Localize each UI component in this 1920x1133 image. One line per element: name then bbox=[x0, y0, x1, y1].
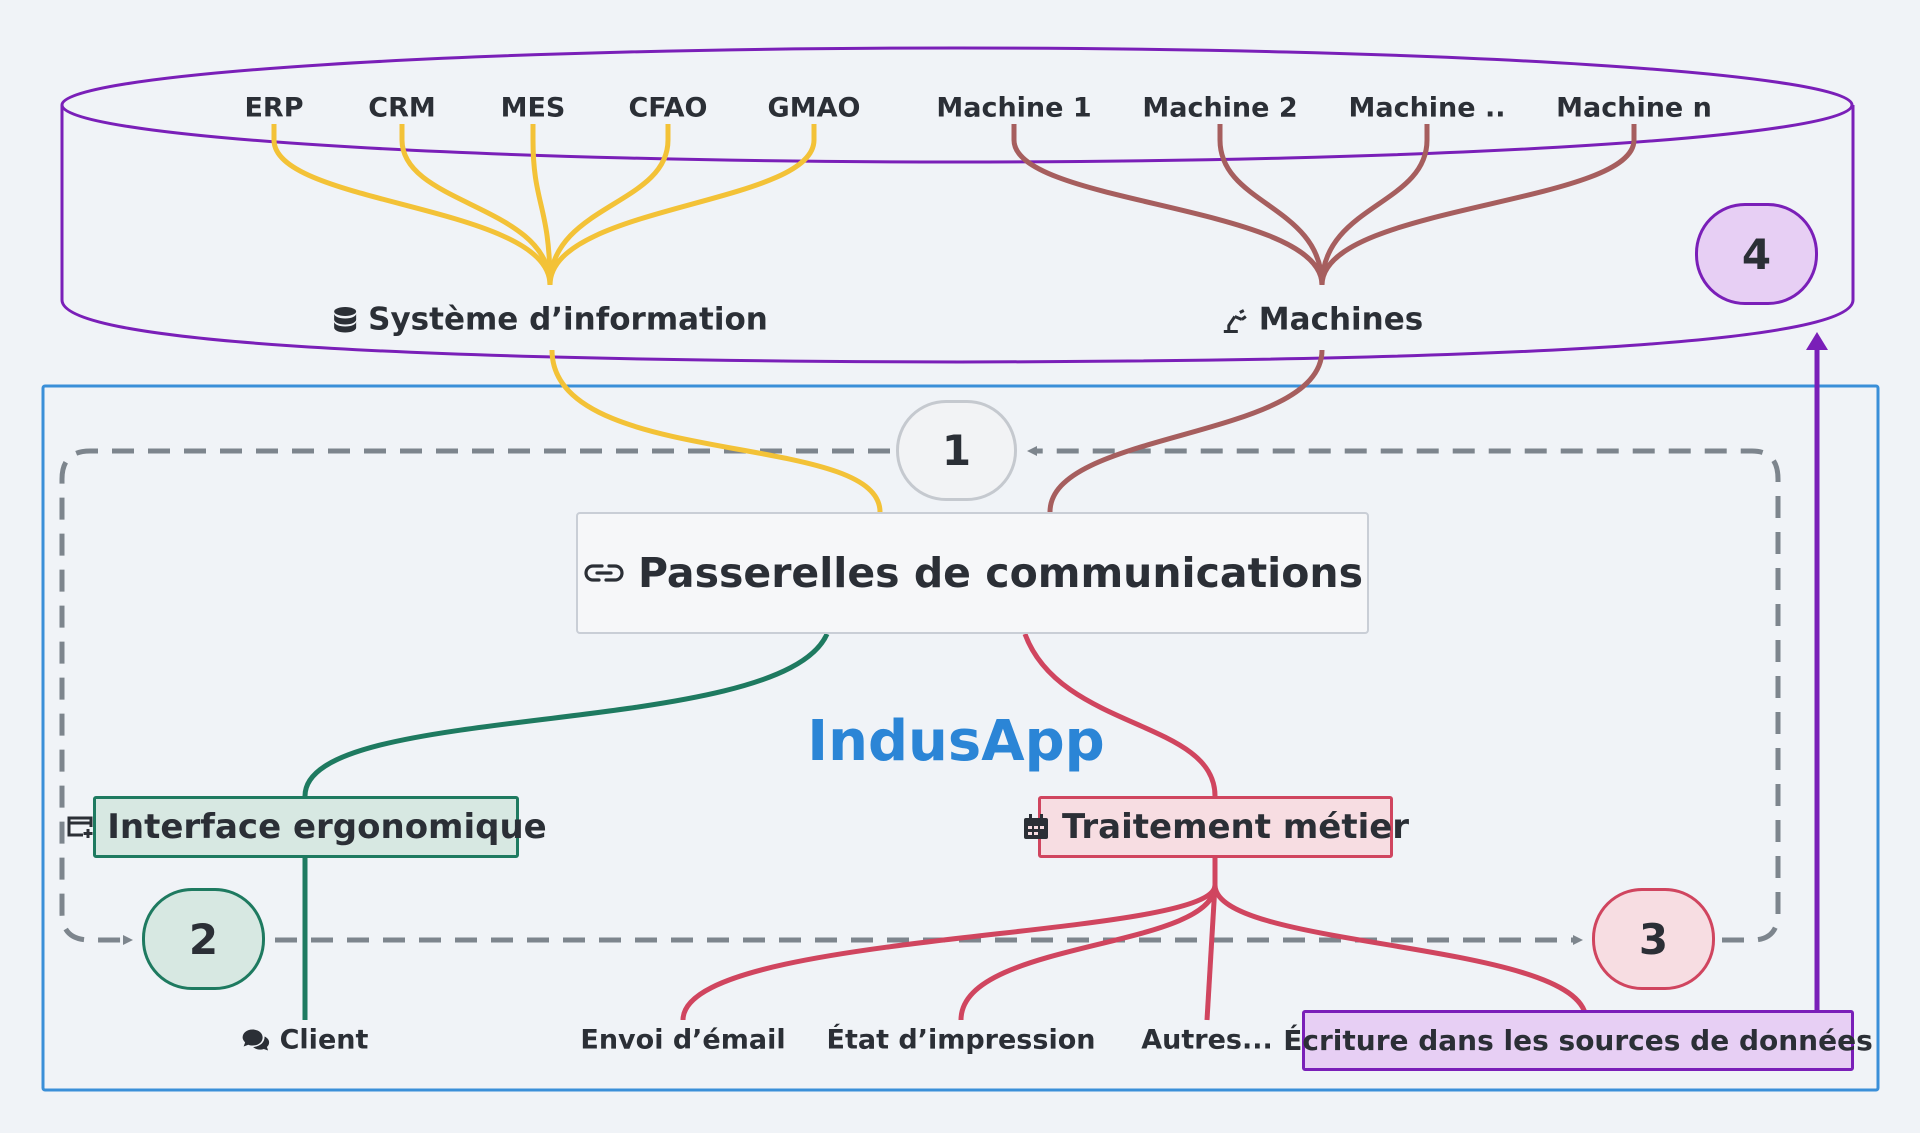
other-outputs-label: Autres... bbox=[1141, 1024, 1273, 1056]
step-3-badge: 3 bbox=[1592, 888, 1715, 990]
indusapp-frame bbox=[41, 384, 1880, 1092]
info-system-group: Système d’information bbox=[332, 301, 768, 338]
info-system-source-crm: CRM bbox=[368, 92, 436, 124]
email-output-label: Envoi d’émail bbox=[580, 1024, 786, 1056]
info-system-group-label: Système d’information bbox=[368, 301, 768, 338]
interface-label: Interface ergonomique bbox=[107, 807, 547, 847]
calendar-icon bbox=[1022, 813, 1050, 841]
step-4-badge: 4 bbox=[1695, 203, 1818, 305]
write-back-arrow bbox=[1806, 332, 1828, 1010]
business-links bbox=[680, 633, 1589, 1021]
machines-group: Machines bbox=[1221, 301, 1424, 338]
database-icon bbox=[332, 306, 358, 334]
communication-gateway: Passerelles de communications bbox=[576, 512, 1369, 634]
machine-source-1: Machine 1 bbox=[936, 92, 1092, 124]
robot-arm-icon bbox=[1221, 306, 1249, 334]
business-label: Traitement métier bbox=[1061, 807, 1410, 847]
info-system-source-gmao: GMAO bbox=[767, 92, 861, 124]
machine-source-3: Machine .. bbox=[1348, 92, 1506, 124]
data-sources-cylinder bbox=[60, 46, 1855, 364]
datasource-write-label: Écriture dans les sources de données bbox=[1283, 1024, 1873, 1057]
info-system-links bbox=[271, 124, 883, 513]
gateway-label: Passerelles de communications bbox=[637, 549, 1363, 597]
client-item: Client bbox=[242, 1024, 369, 1056]
machine-source-4: Machine n bbox=[1556, 92, 1712, 124]
machine-links bbox=[1011, 124, 1637, 513]
app-title: IndusApp bbox=[807, 709, 1105, 774]
info-system-source-cfao: CFAO bbox=[628, 92, 708, 124]
machines-group-label: Machines bbox=[1258, 301, 1424, 338]
chat-bubble-icon bbox=[242, 1027, 270, 1053]
step-2-badge: 2 bbox=[142, 888, 265, 990]
interface-links bbox=[302, 632, 830, 1020]
step-1-badge: 1 bbox=[896, 400, 1017, 501]
ergonomic-interface-box: Interface ergonomique bbox=[67, 796, 547, 858]
window-plus-icon bbox=[65, 814, 95, 840]
info-system-source-mes: MES bbox=[500, 92, 566, 124]
print-state-output-label: État d’impression bbox=[826, 1024, 1096, 1056]
client-label: Client bbox=[279, 1024, 369, 1056]
business-processing-box: Traitement métier bbox=[1023, 796, 1409, 858]
datasource-write-box: Écriture dans les sources de données bbox=[1283, 1010, 1873, 1071]
link-icon bbox=[582, 560, 626, 586]
machine-source-2: Machine 2 bbox=[1142, 92, 1298, 124]
info-system-source-erp: ERP bbox=[244, 92, 304, 124]
